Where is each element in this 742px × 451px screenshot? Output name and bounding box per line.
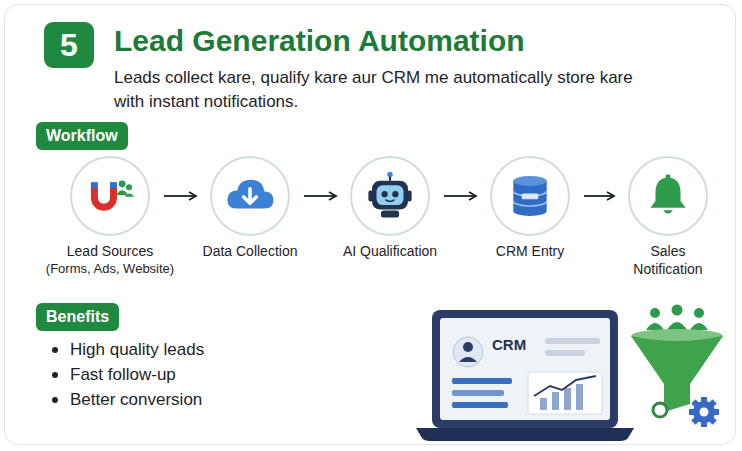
flow-arrow: [164, 195, 196, 197]
bullet-dot: [52, 397, 58, 403]
step-circle: [70, 156, 150, 236]
screen-label: CRM: [492, 336, 526, 353]
badge-number: 5: [60, 27, 78, 64]
step-circle: [628, 156, 708, 236]
benefit-text: High quality leads: [70, 340, 204, 360]
step-circle: [490, 156, 570, 236]
step-icon: [643, 170, 693, 222]
benefit-item: Better conversion: [52, 390, 202, 410]
step-label: Sales Notification: [620, 242, 716, 278]
workflow-step: CRM Entry: [465, 156, 595, 260]
step-icon: [84, 170, 136, 222]
step-icon: [363, 169, 417, 223]
spacer: [620, 236, 716, 242]
workflow-step: AI Qualification: [325, 156, 455, 260]
subtitle: Leads collect kare, qualify kare aur CRM…: [114, 66, 654, 114]
number-badge: 5: [44, 22, 94, 68]
section-pill: Workflow: [36, 122, 128, 150]
workflow-step: Sales Notification: [620, 156, 716, 278]
section-label: Workflow: [46, 127, 118, 144]
section-label: Benefits: [46, 308, 109, 325]
workflow-step: Lead Sources(Forms, Ads, Website): [30, 156, 190, 277]
step-sublabel: (Forms, Ads, Website): [30, 260, 190, 277]
flow-arrow: [584, 195, 614, 197]
step-label: CRM Entry: [465, 242, 595, 260]
spacer: [185, 236, 315, 242]
step-label: Lead Sources: [30, 242, 190, 260]
spacer: [465, 236, 595, 242]
title: Lead Generation Automation: [114, 24, 525, 58]
step-icon: [223, 169, 277, 223]
step-label: Data Collection: [185, 242, 315, 260]
bullet-dot: [52, 372, 58, 378]
benefit-item: Fast follow-up: [52, 365, 176, 385]
flow-arrow: [304, 195, 336, 197]
step-label: AI Qualification: [325, 242, 455, 260]
workflow-step: Data Collection: [185, 156, 315, 260]
benefit-item: High quality leads: [52, 340, 204, 360]
flow-arrow: [444, 195, 476, 197]
step-circle: [210, 156, 290, 236]
step-icon: [505, 169, 555, 223]
spacer: [325, 236, 455, 242]
bullet-dot: [52, 347, 58, 353]
benefit-text: Fast follow-up: [70, 365, 176, 385]
step-circle: [350, 156, 430, 236]
benefit-text: Better conversion: [70, 390, 202, 410]
section-pill: Benefits: [36, 303, 119, 331]
spacer: [30, 236, 190, 242]
